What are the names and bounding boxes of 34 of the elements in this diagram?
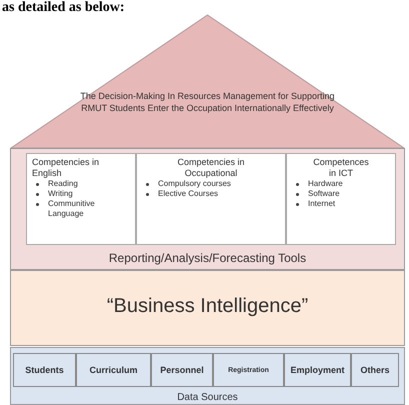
data-source-cell xyxy=(13,353,76,387)
competency-card xyxy=(136,153,286,245)
competency-card xyxy=(26,153,136,245)
cell-text: Others xyxy=(360,365,390,375)
cell-text: Employment xyxy=(290,365,344,375)
bullet-item: Reading xyxy=(48,179,78,189)
cell-text: Personnel xyxy=(160,365,204,375)
bullet-item: Internet xyxy=(308,199,336,209)
bullet-item: Software xyxy=(308,189,340,199)
band-title: Data Sources xyxy=(176,392,239,403)
data-sources-band xyxy=(10,347,405,405)
card-heading: Competencies in Occupational xyxy=(176,157,246,179)
roof-heading: The Decision-Making In Resources Management for Supporting RMUT Students Enter the Occupation Internationally Effectively xyxy=(79,90,336,114)
competency-band xyxy=(10,148,405,270)
data-source-cell xyxy=(151,353,213,387)
bullet-item: Hardware xyxy=(308,179,343,189)
band-title: “Business Intelligence” xyxy=(106,295,310,318)
intro-text: as detailed as below: xyxy=(2,0,124,16)
data-source-cell xyxy=(284,353,351,387)
bullet-item: Communitive Language xyxy=(48,199,96,219)
data-source-cell xyxy=(76,353,151,387)
cell-text: Students xyxy=(25,365,64,375)
bullet-item: Compulsory courses xyxy=(158,179,231,189)
data-source-cell xyxy=(213,353,284,387)
bullet-item: Elective Courses xyxy=(158,189,218,199)
card-heading: Competencies in English xyxy=(32,157,100,179)
cell-text: Curriculum xyxy=(89,365,138,375)
bullet-item: Writing xyxy=(48,189,73,199)
data-source-cell xyxy=(351,353,399,387)
card-heading: Competences in ICT xyxy=(312,157,370,179)
competency-card xyxy=(286,153,396,245)
roof-triangle xyxy=(10,14,405,148)
business-intelligence-band xyxy=(10,270,405,346)
band-title: Reporting/Analysis/Forecasting Tools xyxy=(108,251,308,265)
